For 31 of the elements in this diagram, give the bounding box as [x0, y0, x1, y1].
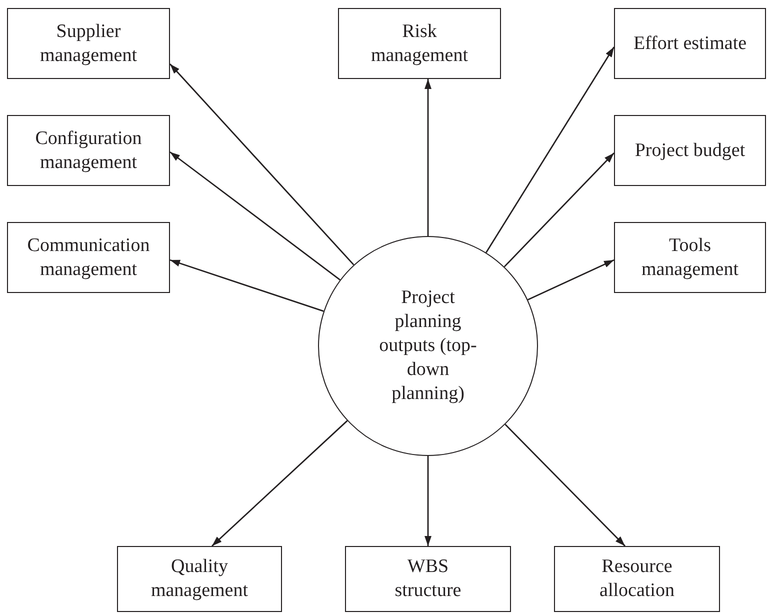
process-box: [554, 546, 720, 612]
arrow: [170, 151, 341, 280]
process-box: [345, 546, 511, 612]
process-box: [614, 222, 766, 293]
process-box: [7, 222, 170, 293]
node-label: Resource allocation: [598, 555, 676, 603]
node-label: Supplier management: [38, 20, 138, 68]
node-label: Quality management: [150, 555, 250, 603]
node-label: WBS structure: [394, 555, 462, 603]
process-box: [7, 115, 170, 186]
node-label: Tools management: [640, 234, 740, 282]
arrow: [504, 152, 614, 268]
process-box: [614, 8, 766, 79]
arrow: [169, 64, 354, 266]
arrow: [486, 46, 615, 253]
process-box: [117, 546, 282, 612]
arrow: [170, 259, 324, 312]
node-label: Project planning outputs (top-down planning): [378, 286, 478, 406]
arrow: [504, 424, 626, 546]
node-label: Communication management: [26, 234, 151, 282]
arrow: [528, 259, 614, 300]
node-label: Risk management: [370, 20, 470, 68]
node-label: Project budget: [634, 138, 746, 162]
arrow: [424, 79, 432, 236]
node-label: Configuration management: [34, 126, 143, 174]
node-label: Effort estimate: [632, 32, 748, 56]
arrow: [212, 420, 348, 547]
process-box: [614, 115, 766, 186]
process-box: [338, 8, 501, 79]
arrow: [424, 456, 432, 546]
process-box: [7, 8, 170, 79]
